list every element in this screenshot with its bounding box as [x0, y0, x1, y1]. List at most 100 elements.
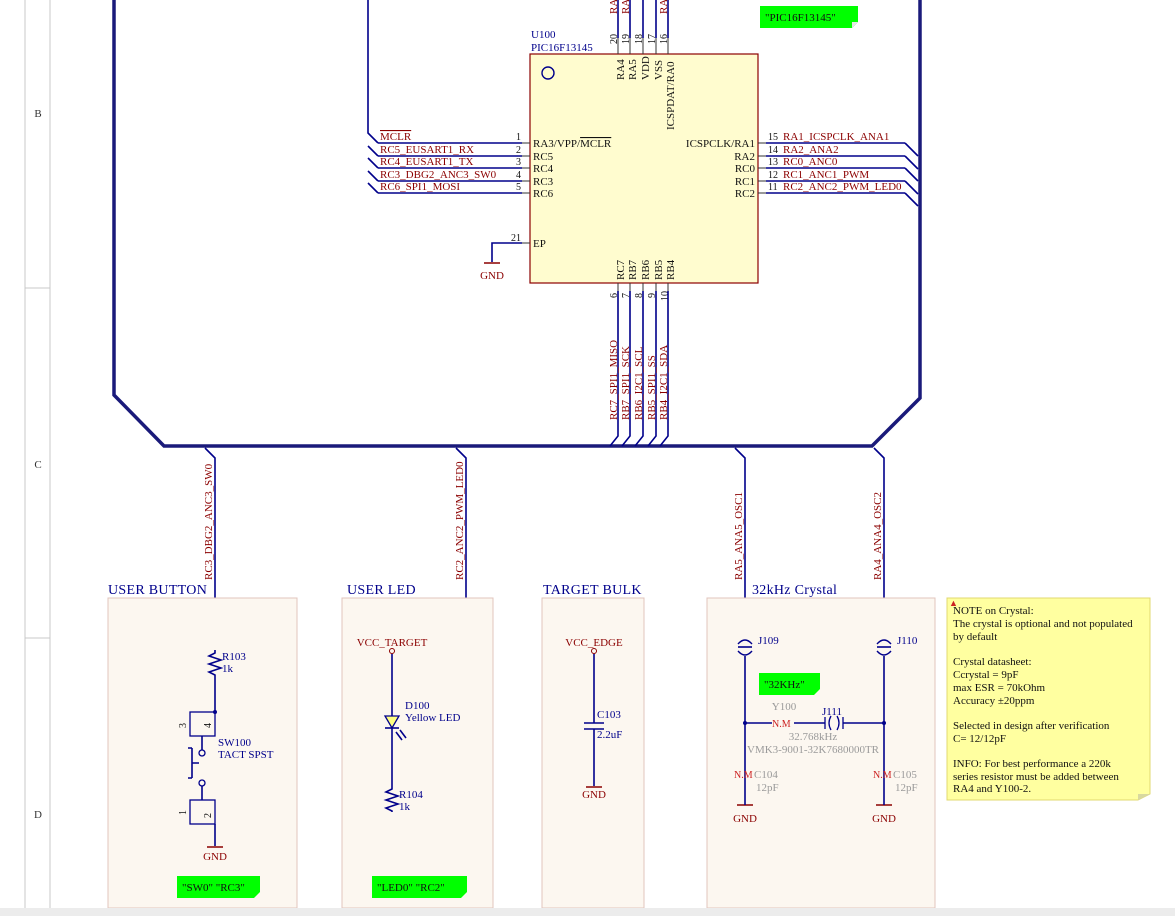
net-rb5: RB5_SPI1_SS	[646, 355, 658, 420]
pin1-marker-icon	[541, 66, 555, 80]
switch-actuator-icon	[188, 747, 199, 779]
sheet-zone-column: B C D	[24, 0, 51, 908]
svg-text:1: 1	[178, 810, 189, 815]
resistor-r103-icon	[206, 650, 224, 712]
pin-num-19: 19	[621, 34, 632, 44]
svg-text:12: 12	[768, 170, 778, 181]
svg-text:10: 10	[660, 291, 671, 301]
u100-bottom-pins: RC7 RB7 RB6 RB5 RB4 6 7 8 9 10 RC7_SPI1_…	[608, 259, 677, 447]
u100-top-pins: 20 19 18 17 16 RA4 RA5 VDD VSS ICSPDAT/R…	[608, 0, 677, 130]
net-rc7: RC7_SPI1_MISO	[608, 340, 620, 420]
svg-text:NOTE on Crystal:: NOTE on Crystal:	[953, 605, 1034, 617]
nm-mark-y100: N.M	[772, 719, 791, 730]
svg-text:12pF: 12pF	[895, 782, 918, 794]
u100-ep-pin: 21 EP GND	[480, 233, 546, 282]
net-rc5: RC5_EUSART1_RX	[380, 144, 474, 156]
svg-text:13: 13	[768, 157, 778, 168]
net-rc6: RC6_SPI1_MOSI	[380, 181, 460, 193]
svg-text:11: 11	[768, 182, 778, 193]
bottom-scroll-strip	[0, 908, 1175, 916]
net-sw-exit: RC3_DBG2_ANC3_SW0	[203, 463, 215, 580]
note-crystal-info[interactable]: ▲ NOTE on Crystal: The crystal is option…	[946, 597, 1151, 801]
svg-text:7: 7	[621, 293, 632, 298]
net-rc2: RC2_ANC2_PWM_LED0	[783, 181, 902, 193]
svg-text:Yellow LED: Yellow LED	[405, 712, 460, 724]
net-rb7: RB7_SPI1_SCK	[620, 346, 632, 420]
svg-text:8: 8	[634, 293, 645, 298]
pin-name-ra4: RA4	[615, 59, 627, 80]
svg-text:C104: C104	[754, 769, 778, 781]
svg-text:32.768kHz: 32.768kHz	[789, 731, 838, 743]
svg-text:RB6: RB6	[640, 259, 652, 280]
note-32khz[interactable]: "32KHz"	[759, 673, 820, 695]
svg-text:9: 9	[647, 293, 658, 298]
ic-u100[interactable]: U100 PIC16F13145 20 19 18 17 16 RA4 RA5 …	[367, 0, 919, 447]
zone-label-b: B	[34, 108, 41, 120]
svg-text:1k: 1k	[399, 801, 411, 813]
svg-text:VMK3-9001-32K7680000TR: VMK3-9001-32K7680000TR	[747, 744, 880, 756]
svg-text:D100: D100	[405, 700, 430, 712]
svg-text:4: 4	[516, 170, 521, 181]
svg-text:"32KHz": "32KHz"	[764, 679, 805, 691]
svg-text:Selected in design after verif: Selected in design after verification	[953, 720, 1110, 732]
bus-outline	[112, 0, 922, 448]
svg-text:14: 14	[768, 145, 778, 156]
svg-text:3: 3	[516, 157, 521, 168]
u100-right-pins: ICSPCLK/RA1 RA2 RC0 RC1 RC2 15 14 13 12 …	[686, 131, 919, 207]
net-rc1: RC1_ANC1_PWM	[783, 169, 869, 181]
svg-text:RA2: RA2	[734, 151, 755, 163]
svg-text:1k: 1k	[222, 663, 234, 675]
block-user-button: USER BUTTON R103 1k 3 4 1 2 SW100 TACT S…	[107, 583, 298, 909]
svg-text:GND: GND	[733, 813, 757, 825]
net-rb6: RB6_I2C1_SCL	[633, 346, 645, 420]
svg-text:GND: GND	[203, 851, 227, 863]
net-ra2: RA2_ANA2	[783, 144, 839, 156]
svg-text:N.M: N.M	[873, 770, 892, 781]
svg-text:21: 21	[511, 233, 521, 244]
svg-text:EP: EP	[533, 238, 546, 250]
svg-text:2: 2	[203, 813, 214, 818]
svg-text:max ESR = 70kOhm: max ESR = 70kOhm	[953, 682, 1046, 694]
svg-text:6: 6	[609, 293, 620, 298]
svg-text:C= 12/12pF: C= 12/12pF	[953, 733, 1006, 745]
net-cut-3: RA	[658, 0, 670, 14]
svg-text:"LED0" "RC2": "LED0" "RC2"	[377, 882, 445, 894]
svg-text:TACT SPST: TACT SPST	[218, 749, 274, 761]
svg-text:J109: J109	[758, 635, 779, 647]
svg-text:RB7: RB7	[627, 259, 639, 280]
crystal-note-text: NOTE on Crystal: The crystal is optional…	[953, 605, 1133, 795]
svg-text:5: 5	[516, 182, 521, 193]
svg-text:RB5: RB5	[653, 259, 665, 280]
svg-text:SW100: SW100	[218, 737, 252, 749]
svg-text:12pF: 12pF	[756, 782, 779, 794]
zone-label-d: D	[34, 809, 42, 821]
u100-designator: U100	[531, 29, 556, 41]
svg-text:by default: by default	[953, 631, 997, 643]
net-cut-2: RA	[620, 0, 632, 14]
block-title-user-button: USER BUTTON	[108, 583, 207, 598]
net-rb4: RB4_I2C1_SDA	[658, 345, 670, 420]
svg-text:VCC_TARGET: VCC_TARGET	[357, 637, 428, 649]
zone-label-c: C	[34, 459, 41, 471]
note-sw0-rc3[interactable]: "SW0" "RC3"	[177, 876, 260, 898]
net-led-exit: RC2_ANC2_PWM_LED0	[454, 461, 466, 580]
u100-part: PIC16F13145	[531, 42, 593, 54]
svg-text:RC6: RC6	[533, 188, 554, 200]
note-led0-rc2[interactable]: "LED0" "RC2"	[372, 876, 467, 898]
svg-text:RA4 and Y100-2.: RA4 and Y100-2.	[953, 783, 1031, 795]
svg-text:4: 4	[203, 723, 214, 728]
note-pic16f13145[interactable]: "PIC16F13145"	[760, 6, 858, 28]
svg-text:Accuracy ±20ppm: Accuracy ±20ppm	[953, 695, 1035, 707]
block-user-led: USER LED VCC_TARGET D100 Yellow LED R104…	[341, 583, 494, 909]
svg-text:"PIC16F13145": "PIC16F13145"	[765, 12, 836, 24]
block-title-32khz-crystal: 32kHz Crystal	[752, 583, 837, 598]
svg-text:RC1: RC1	[735, 176, 755, 188]
net-osc2-exit: RA4_ANA4_OSC2	[872, 492, 884, 580]
svg-text:Y100: Y100	[772, 701, 797, 713]
net-osc1-exit: RA5_ANA5_OSC1	[733, 492, 745, 580]
svg-text:GND: GND	[582, 789, 606, 801]
svg-text:N.M: N.M	[734, 770, 753, 781]
svg-text:2.2uF: 2.2uF	[597, 729, 622, 741]
